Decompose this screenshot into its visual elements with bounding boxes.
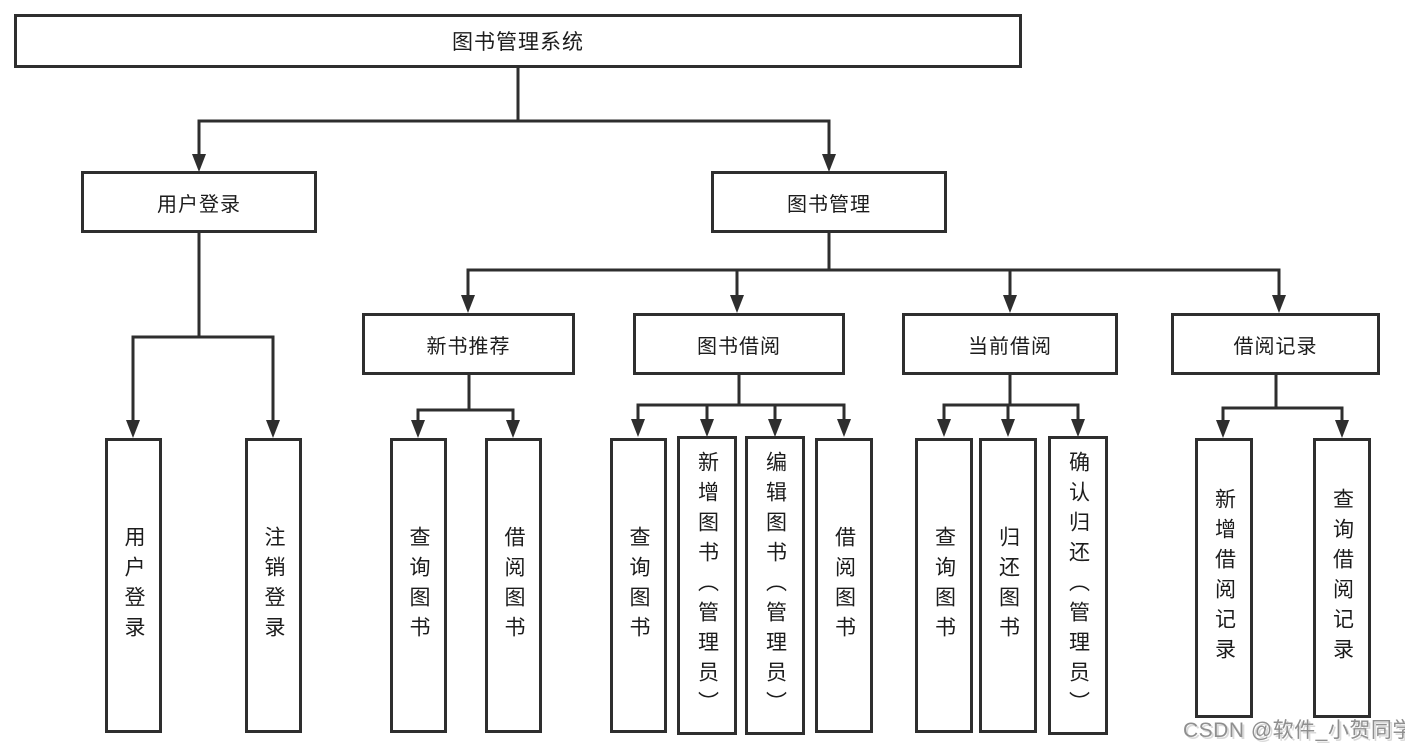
leaf-user-login: 用户登录 bbox=[105, 438, 162, 733]
leaf-query-books-borrowing: 查询图书 bbox=[610, 438, 667, 733]
node-label: 查询图书 bbox=[932, 525, 956, 646]
node-book-management-branch: 图书管理 bbox=[711, 171, 947, 233]
node-label: 注销登录 bbox=[262, 525, 285, 646]
leaf-add-borrow-record: 新增借阅记录 bbox=[1195, 438, 1253, 718]
node-label: 新增图书（管理员） bbox=[695, 450, 719, 721]
node-label: 归还图书 bbox=[996, 525, 1020, 646]
node-label: 新书推荐 bbox=[426, 335, 511, 358]
node-label: 用户登录 bbox=[157, 193, 241, 216]
node-user-login-branch: 用户登录 bbox=[81, 171, 317, 233]
leaf-logout: 注销登录 bbox=[245, 438, 302, 733]
node-label: 用户登录 bbox=[122, 525, 145, 646]
node-book-borrowing: 图书借阅 bbox=[633, 313, 845, 375]
node-label: 借阅图书 bbox=[502, 525, 525, 646]
leaf-query-borrow-record: 查询借阅记录 bbox=[1313, 438, 1371, 718]
leaf-confirm-return-admin: 确认归还（管理员） bbox=[1048, 436, 1108, 735]
node-label: 查询图书 bbox=[407, 525, 430, 646]
node-label: 借阅记录 bbox=[1233, 335, 1318, 358]
node-label: 新增借阅记录 bbox=[1212, 488, 1236, 668]
csdn-watermark: CSDN @软件_小贺同学 bbox=[1183, 719, 1405, 742]
leaf-query-books-current: 查询图书 bbox=[915, 438, 973, 733]
node-label: 图书借阅 bbox=[697, 335, 781, 358]
node-current-borrowing: 当前借阅 bbox=[902, 313, 1118, 375]
leaf-add-books-admin: 新增图书（管理员） bbox=[677, 436, 737, 735]
node-label: 编辑图书（管理员） bbox=[763, 450, 787, 721]
node-label: 查询借阅记录 bbox=[1330, 488, 1354, 668]
leaf-query-books-recommend: 查询图书 bbox=[390, 438, 447, 733]
node-label: 借阅图书 bbox=[832, 525, 856, 646]
leaf-borrow-books-recommend: 借阅图书 bbox=[485, 438, 542, 733]
node-label: 图书管理系统 bbox=[452, 31, 584, 54]
node-label: 图书管理 bbox=[787, 193, 871, 216]
node-borrowing-records: 借阅记录 bbox=[1171, 313, 1380, 375]
node-label: 当前借阅 bbox=[968, 335, 1052, 358]
node-root-library-management-system: 图书管理系统 bbox=[14, 14, 1022, 68]
node-label: 查询图书 bbox=[627, 525, 650, 646]
node-new-book-recommendation: 新书推荐 bbox=[362, 313, 575, 375]
leaf-borrow-books: 借阅图书 bbox=[815, 438, 873, 733]
node-label: 确认归还（管理员） bbox=[1066, 450, 1090, 721]
leaf-return-books: 归还图书 bbox=[979, 438, 1037, 733]
leaf-edit-books-admin: 编辑图书（管理员） bbox=[745, 436, 805, 735]
